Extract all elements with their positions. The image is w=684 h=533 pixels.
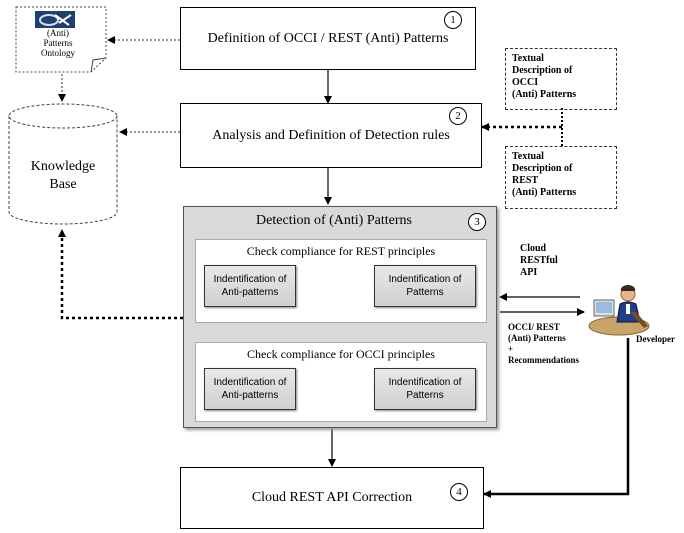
cloud-restful-api-label: Cloud RESTful API: [520, 243, 558, 278]
arrow-developer-to-correction: [483, 338, 630, 498]
developer-label: Developer: [636, 334, 675, 344]
ontology-document-icon: [35, 11, 75, 28]
knowledge-base: Knowledge Base: [7, 102, 119, 226]
rest-anti-patterns-box: Indentification of Anti-patterns: [204, 265, 296, 307]
definition-box: Definition of OCCI / REST (Anti) Pattern…: [180, 7, 476, 70]
step-number-1: 1: [444, 11, 462, 29]
occi-compliance-title: Check compliance for OCCI principles: [247, 347, 435, 361]
correction-label: Cloud REST API Correction: [251, 490, 413, 505]
definition-label: Definition of OCCI / REST (Anti) Pattern…: [207, 30, 449, 46]
knowledge-base-cylinder: [8, 103, 118, 225]
occi-anti-patterns-box: Indentification of Anti-patterns: [204, 368, 296, 410]
correction-box: Cloud REST API Correction: [180, 467, 484, 529]
step-number-3: 3: [468, 213, 486, 231]
step-number-2: 2: [449, 107, 467, 125]
arrow-detection-to-kb: [58, 229, 183, 320]
ontology-label: (Anti) Patterns Ontology: [40, 28, 75, 58]
rest-patterns-box: Indentification of Patterns: [374, 265, 476, 307]
analysis-box: Analysis and Definition of Detection rul…: [180, 103, 482, 168]
developer-at-desk-icon: [588, 284, 650, 336]
detection-title: Detection of (Anti) Patterns: [256, 213, 412, 228]
patterns-recommendations-label: OCCI/ REST (Anti) Patterns + Recommendat…: [508, 322, 579, 365]
textual-rest-box: Textual Description of REST (Anti) Patte…: [505, 146, 617, 209]
analysis-label: Analysis and Definition of Detection rul…: [212, 127, 450, 143]
ontology-document: (Anti) Patterns Ontology: [15, 6, 107, 73]
textual-occci-box: Textual Description of OCCI (Anti) Patte…: [505, 48, 617, 110]
step-number-4: 4: [450, 483, 468, 501]
rest-compliance-group: Check compliance for REST principles Ind…: [195, 239, 487, 323]
occi-compliance-group: Check compliance for OCCI principles Ind…: [195, 342, 487, 422]
knowledge-base-label: Knowledge Base: [30, 159, 96, 192]
detection-group: Detection of (Anti) Patterns 3 Check com…: [183, 206, 497, 428]
rest-compliance-title: Check compliance for REST principles: [246, 244, 436, 258]
occi-patterns-box: Indentification of Patterns: [374, 368, 476, 410]
